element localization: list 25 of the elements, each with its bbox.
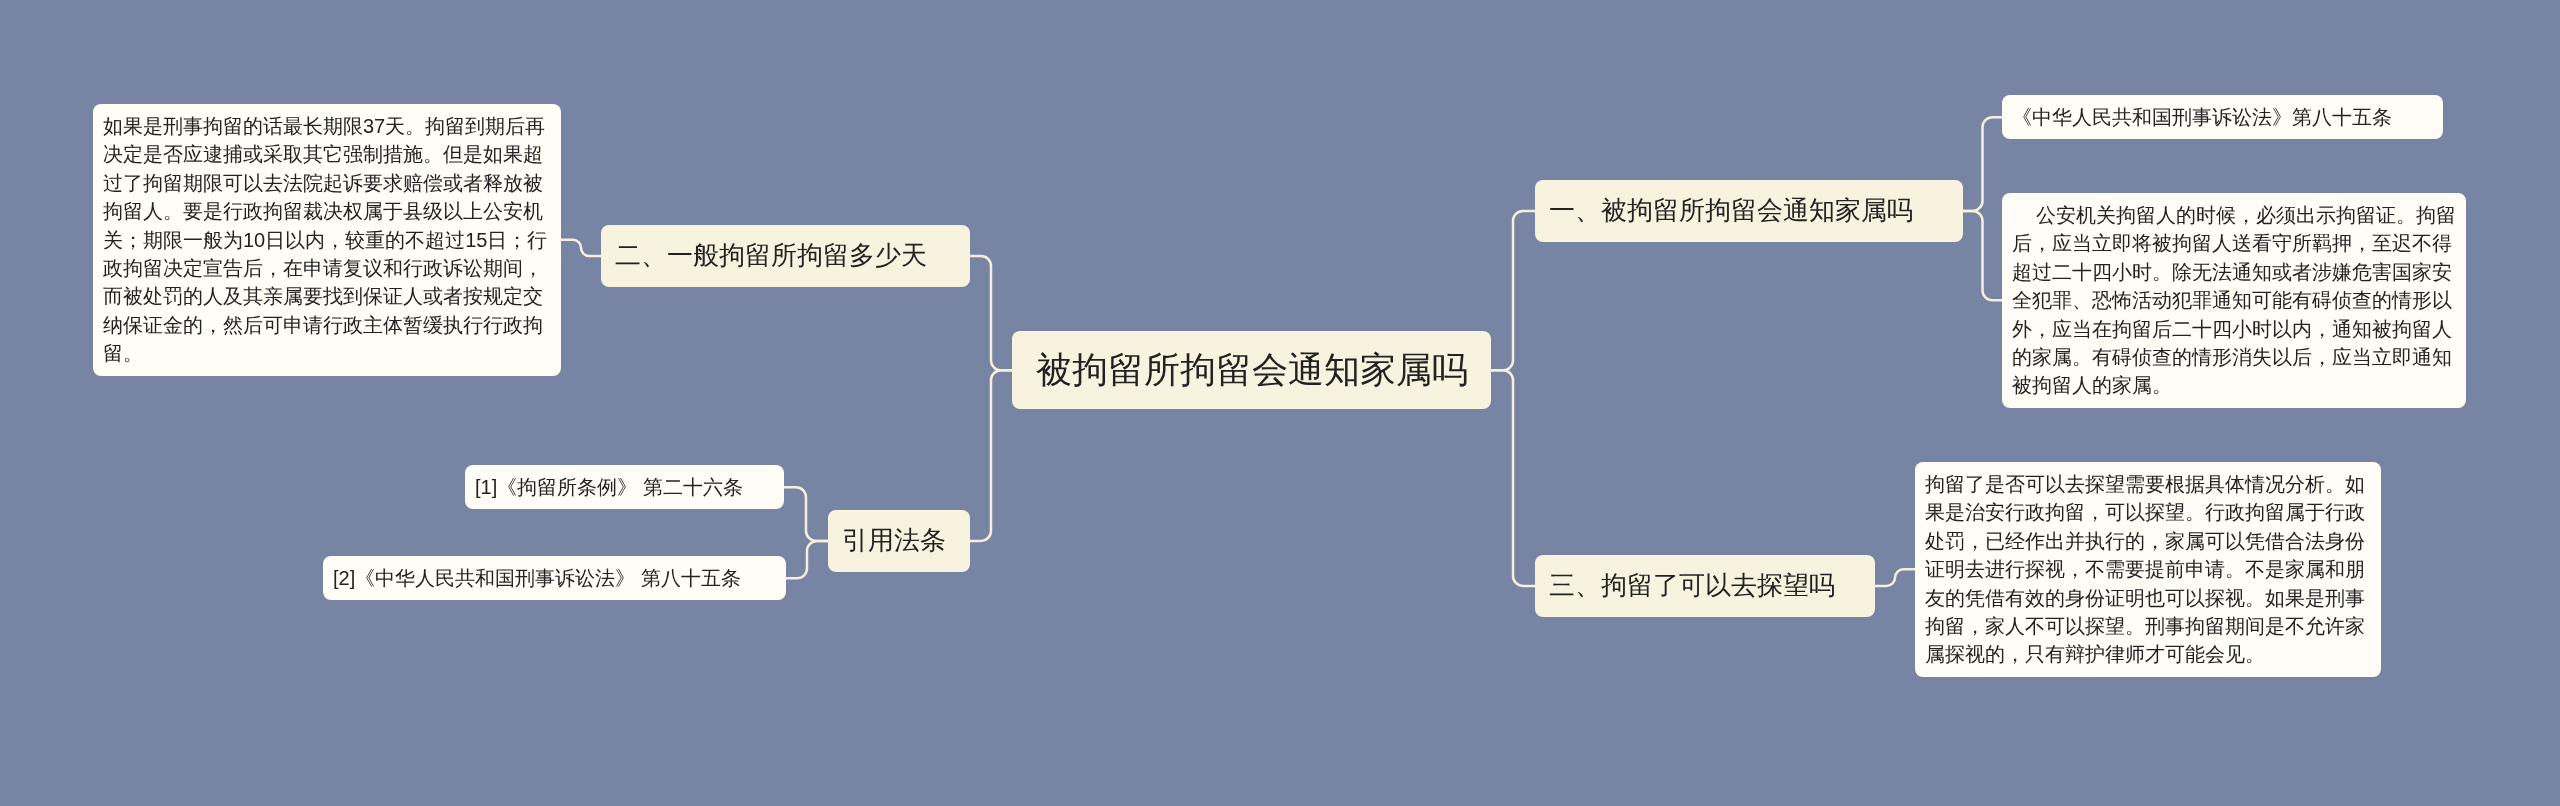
note-card [2002,95,2443,140]
topic-text: 公安机关拘留人的时候，必须出示拘留证。拘留后，应当立即将被拘留人送看守所羁押，至迟不得超过二十四小时。除无法通知或者涉嫌危害国家安全犯罪、恐怖活动犯罪通知可能有碍侦查的情形以外，应当在拘留后二十四小时以内，通知被拘留人的家属。有碍侦查的情形消失以后，应当立即通知被拘留人的家属。 [2012,203,2456,399]
branch-topic-box [1535,180,1963,242]
topic-text: [2]《中华人民共和国刑事诉讼法》 第八十五条 [333,566,742,591]
branch-topic-box [601,225,970,287]
topic-text: 《中华人民共和国刑事诉讼法》第八十五条 [2012,105,2393,130]
connector-line [970,368,1012,543]
connector-line [1963,209,2002,302]
root-topic-box [1012,331,1491,410]
branch-topic-box [1535,555,1875,617]
topic-text: 如果是刑事拘留的话最长期限37天。拘留到期后再决定是否应逮捕或采取其它强制措施。但是如果超过了拘留期限可以去法院起诉要求赔偿或者释放被拘留人。要是行政拘留裁决权属于县级以上公安机关；期限一般为10日以内，较重的不超过15日；行政拘留决定宣告后，在申请复议和行政诉讼期间，而被处罚的人及其亲属要找到保证人或者按规定交纳保证金的，然后可申请行政主体暂缓执行行政拘留。 [103,114,549,367]
topic-text: [1]《拘留所条例》 第二十六条 [475,475,744,500]
connector-line [1491,368,1535,588]
topic-text: 一、被拘留所拘留会通知家属吗 [1549,194,1914,227]
topic-text: 三、拘留了可以去探望吗 [1549,569,1836,602]
connector-line [1875,568,1915,588]
note-card [465,465,784,510]
branch-topic-box [828,510,970,572]
topic-text: 引用法条 [842,524,947,557]
note-card [323,556,786,601]
topic-text: 被拘留所拘留会通知家属吗 [1034,348,1469,392]
connector-line [786,539,828,580]
connector-line [561,238,601,258]
topic-text: 拘留了是否可以去探望需要根据具体情况分析。如果是治安行政拘留，可以探望。行政拘留属于行政处罚，已经作出并执行的，家属可以凭借合法身份证明去进行探视，不需要提前申请。不是家属和朋友的凭借有效的身份证明也可以探视。如果是刑事拘留，家人不可以探望。刑事拘留期间是不允许家属探视的，只有辩护律师才可能会见。 [1925,472,2366,668]
topic-text: 二、一般拘留所拘留多少天 [615,239,928,272]
